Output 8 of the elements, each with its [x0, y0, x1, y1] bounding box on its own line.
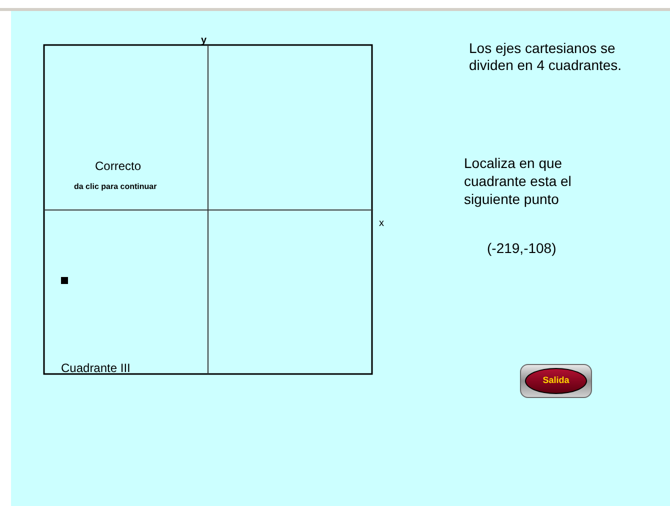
intro-text: Los ejes cartesianos se dividen en 4 cuadrantes.: [469, 40, 623, 74]
instruction-text: da clic para continuar: [74, 181, 157, 193]
axis-label: x: [379, 217, 384, 231]
exit-button: Salida: [520, 364, 592, 398]
coordinate-text: (-219,-108): [487, 239, 556, 258]
feedback-text: Correcto: [95, 158, 142, 175]
question-text: Localiza en que cuadrante esta el siguiente punto: [464, 154, 572, 208]
quadrant-label: Cuadrante III: [61, 360, 130, 377]
